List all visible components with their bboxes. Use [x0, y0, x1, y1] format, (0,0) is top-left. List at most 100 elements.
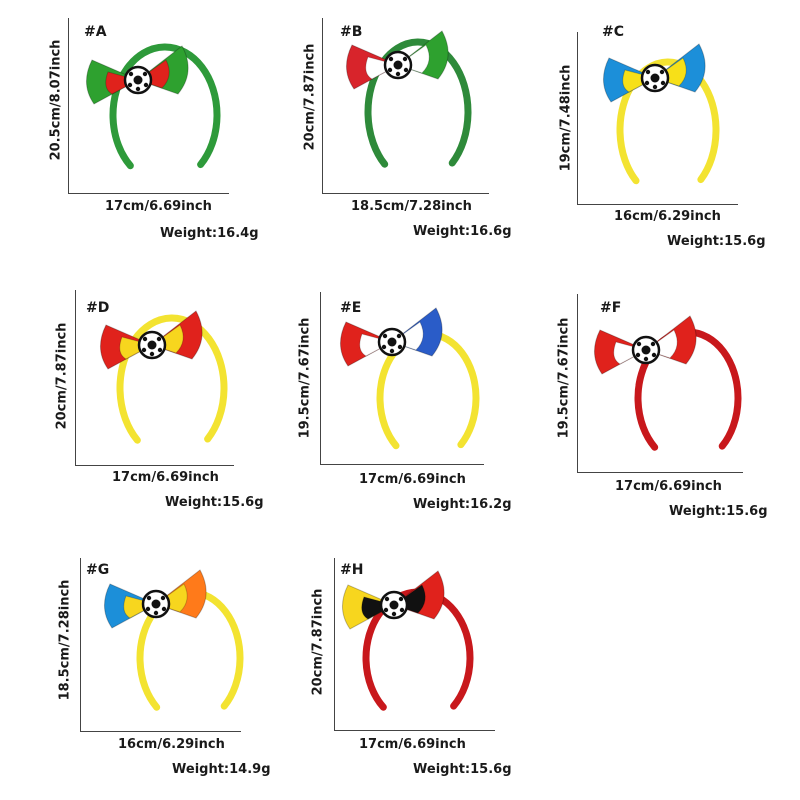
soccer-ball-patch: [387, 337, 397, 347]
soccer-ball-patch: [399, 607, 405, 613]
soccer-ball-patch: [651, 352, 657, 358]
weight-label: Weight:15.6g: [667, 234, 766, 249]
soccer-ball-patch: [659, 69, 665, 75]
soccer-ball-patch: [391, 611, 397, 617]
dimension-axes: [68, 18, 229, 194]
width-label: 17cm/6.69inch: [112, 470, 219, 485]
headband-band: [109, 43, 221, 170]
soccer-ball-patch: [384, 596, 390, 602]
soccer-ball-patch: [388, 56, 394, 62]
soccer-ball-patch: [141, 347, 147, 353]
panel-tag: #H: [340, 562, 364, 578]
soccer-ball-patch: [393, 60, 403, 70]
soccer-ball-patch: [142, 71, 148, 77]
weight-label: Weight:15.6g: [669, 504, 768, 519]
soccer-ball-patch: [397, 344, 403, 350]
dimension-axes: [577, 32, 738, 205]
width-label: 17cm/6.69inch: [105, 199, 212, 214]
soccer-ball-patch: [381, 344, 387, 350]
width-label: 18.5cm/7.28inch: [351, 199, 472, 214]
soccer-ball-patch: [142, 336, 148, 342]
soccer-ball-patch: [635, 352, 641, 358]
bow-inner-left: [361, 596, 396, 620]
panel-tag: #D: [86, 300, 110, 316]
soccer-ball-patch: [147, 340, 157, 350]
soccer-ball-patch: [387, 67, 393, 73]
weight-label: Weight:16.6g: [413, 224, 512, 239]
soccer-ball-patch: [161, 606, 167, 612]
soccer-ball-patch: [389, 348, 395, 354]
soccer-ball-patch: [403, 67, 409, 73]
soccer-ball-patch: [382, 333, 388, 339]
soccer-ball-patch: [128, 71, 134, 77]
soccer-ball-patch: [645, 69, 651, 75]
soccer-ball-patch: [650, 341, 656, 347]
width-label: 17cm/6.69inch: [615, 479, 722, 494]
soccer-ball-patch: [650, 73, 660, 83]
headband-band: [116, 314, 228, 444]
soccer-ball-patch: [660, 80, 666, 86]
soccer-ball-patch: [636, 341, 642, 347]
soccer-ball-patch: [383, 607, 389, 613]
width-label: 16cm/6.29inch: [614, 209, 721, 224]
weight-label: Weight:16.4g: [160, 226, 259, 241]
width-label: 17cm/6.69inch: [359, 472, 466, 487]
soccer-ball-patch: [389, 600, 399, 610]
soccer-ball-patch: [145, 606, 151, 612]
soccer-ball-patch: [146, 595, 152, 601]
weight-label: Weight:15.6g: [165, 495, 264, 510]
bow-inner-left: [123, 595, 158, 619]
panel-tag: #E: [340, 300, 362, 316]
panel-tag: #F: [600, 300, 622, 316]
dimension-axes: [334, 558, 495, 731]
width-label: 17cm/6.69inch: [359, 737, 466, 752]
soccer-ball-patch: [135, 86, 141, 92]
soccer-ball-patch: [644, 80, 650, 86]
soccer-ball-patch: [143, 82, 149, 88]
dimension-axes: [320, 292, 484, 465]
weight-label: Weight:15.6g: [413, 762, 512, 777]
soccer-ball-patch: [157, 347, 163, 353]
height-label: 20cm/7.87inch: [310, 588, 326, 696]
panel-tag: #B: [340, 24, 363, 40]
panel-tag: #G: [86, 562, 110, 578]
soccer-ball-patch: [156, 336, 162, 342]
headband-band: [364, 38, 472, 168]
soccer-ball-patch: [652, 84, 658, 90]
width-label: 16cm/6.29inch: [118, 737, 225, 752]
weight-label: Weight:14.9g: [172, 762, 271, 777]
dimension-axes: [75, 290, 234, 466]
soccer-ball-patch: [402, 56, 408, 62]
soccer-ball-patch: [149, 351, 155, 357]
dimension-axes: [577, 294, 743, 473]
weight-label: Weight:16.2g: [413, 497, 512, 512]
headband-band: [616, 58, 720, 185]
dimension-axes: [80, 558, 241, 732]
bow-inner-left: [622, 69, 657, 93]
panel-tag: #C: [602, 24, 625, 40]
bow-inner-left: [365, 56, 400, 80]
soccer-ball-patch: [160, 595, 166, 601]
soccer-ball-patch: [396, 333, 402, 339]
bow-inner-left: [119, 336, 154, 360]
soccer-ball-patch: [133, 75, 143, 85]
dimension-axes: [322, 18, 489, 194]
soccer-ball-patch: [153, 610, 159, 616]
soccer-ball-patch: [398, 596, 404, 602]
panel-tag: #A: [84, 24, 107, 40]
soccer-ball-patch: [151, 599, 161, 609]
bow-inner-left: [613, 341, 648, 365]
soccer-ball-patch: [127, 82, 133, 88]
bow-inner-left: [359, 333, 394, 357]
soccer-ball-patch: [643, 356, 649, 362]
soccer-ball-patch: [395, 71, 401, 77]
